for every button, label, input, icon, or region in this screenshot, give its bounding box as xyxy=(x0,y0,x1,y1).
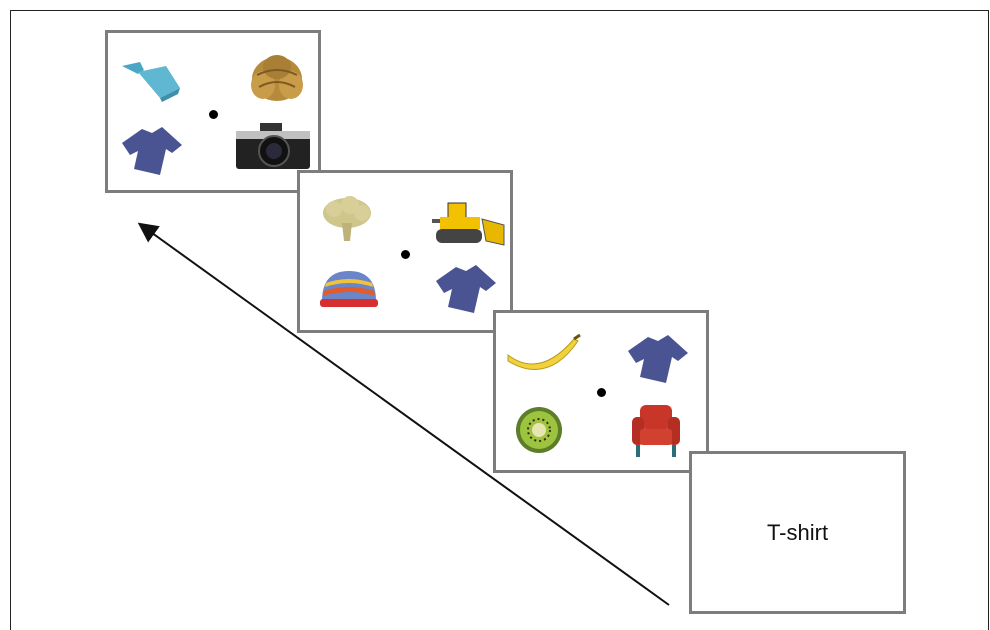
target-word: T-shirt xyxy=(766,519,829,545)
fixation-dot xyxy=(401,250,410,259)
target-word-panel: T-shirt xyxy=(689,451,906,614)
camera-icon xyxy=(236,123,310,169)
tshirt-icon xyxy=(122,127,182,175)
banana-icon xyxy=(507,333,581,370)
display-panel-1 xyxy=(105,30,321,193)
armchair-icon xyxy=(632,405,680,457)
tshirt-icon xyxy=(436,265,496,313)
fixation-dot xyxy=(597,388,606,397)
figure-frame xyxy=(10,10,989,630)
bulldozer-icon xyxy=(432,202,505,246)
fixation-dot xyxy=(209,110,218,119)
display-panel-2 xyxy=(297,170,513,333)
kiwi-icon xyxy=(516,407,562,453)
cauliflower-icon xyxy=(323,196,371,241)
dustpan-icon xyxy=(122,62,180,102)
croissant-icon xyxy=(251,55,303,101)
tshirt-icon xyxy=(628,335,688,383)
display-panel-3 xyxy=(493,310,709,473)
knit-hat-icon xyxy=(320,271,378,307)
